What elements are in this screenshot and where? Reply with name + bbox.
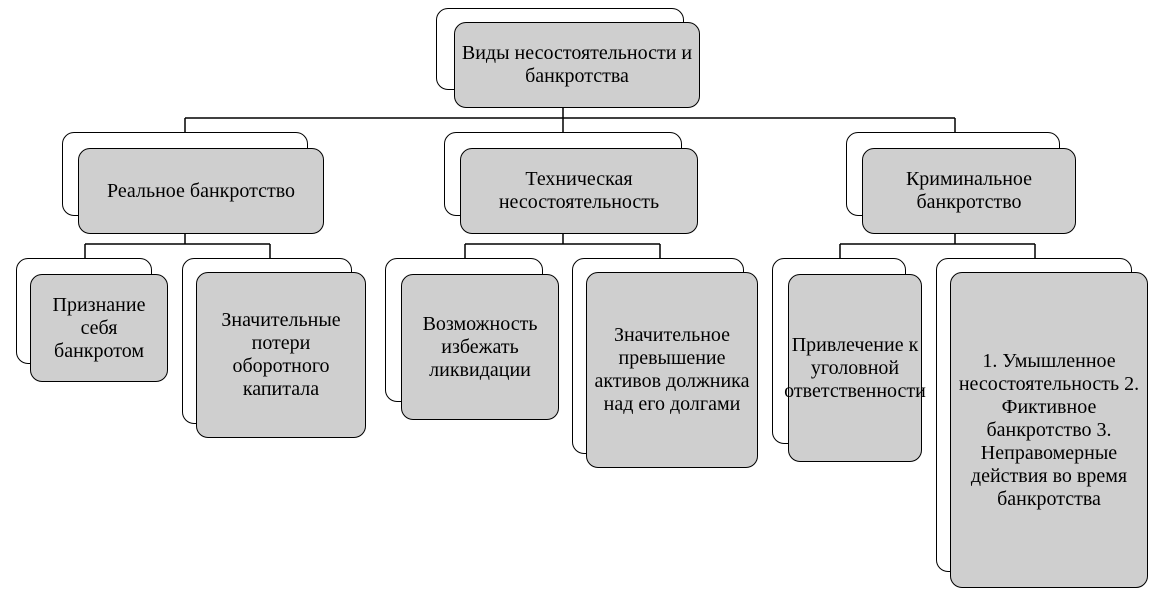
leaf-node-3-2-box: 1. Умышленное несостоятельность 2. Фикти… [950, 272, 1148, 588]
leaf-node-2-1-box: Возможность избежать ликвидации [401, 274, 559, 420]
branch-node-criminal-bankruptcy: Криминальное банкротство [846, 132, 1076, 234]
root-node: Виды несостоятельности и банкротства [436, 8, 700, 108]
leaf-node-1-2-label: Значительные потери оборотного капитала [221, 309, 341, 400]
leaf-node-3-1-label: Привлечение к уголовной ответственности [784, 333, 926, 402]
leaf-node-assets-exceed-debts: Значительное превышение активов должника… [572, 258, 758, 468]
leaf-node-3-2-label: 1. Умышленное несостоятельность 2. Фикти… [958, 349, 1140, 510]
root-node-label: Виды несостоятельности и банкротства [461, 42, 693, 87]
leaf-node-2-2-label: Значительное превышение активов должника… [594, 324, 750, 415]
leaf-node-working-capital-losses: Значительные потери оборотного капитала [182, 258, 366, 438]
root-node-box: Виды несостоятельности и банкротства [454, 22, 700, 108]
branch-node-real-bankruptcy: Реальное банкротство [62, 132, 324, 234]
leaf-node-criminal-liability: Привлечение к уголовной ответственности [772, 258, 926, 462]
branch-node-1-box: Реальное банкротство [78, 148, 324, 234]
leaf-node-2-1-label: Возможность избежать ликвидации [422, 312, 538, 381]
branch-node-technical-insolvency: Техническая несостоятельность [444, 132, 698, 234]
leaf-node-criminal-bankruptcy-types: 1. Умышленное несостоятельность 2. Фикти… [936, 258, 1148, 588]
branch-node-3-label: Криминальное банкротство [905, 168, 1033, 213]
leaf-node-1-1-box: Признание себя банкротом [30, 274, 168, 382]
leaf-node-1-1-label: Признание себя банкротом [52, 293, 146, 362]
branch-node-1-label: Реальное банкротство [106, 179, 296, 202]
branch-node-2-label: Техническая несостоятельность [498, 168, 660, 213]
leaf-node-3-1-box: Привлечение к уголовной ответственности [784, 274, 926, 462]
branch-node-2-box: Техническая несостоятельность [460, 148, 698, 234]
leaf-node-self-declared-bankruptcy: Признание себя банкротом [16, 258, 168, 382]
branch-node-3-box: Криминальное банкротство [862, 148, 1076, 234]
leaf-node-avoid-liquidation: Возможность избежать ликвидации [385, 258, 559, 420]
leaf-node-1-2-box: Значительные потери оборотного капитала [196, 272, 366, 438]
leaf-node-2-2-box: Значительное превышение активов должника… [586, 272, 758, 468]
